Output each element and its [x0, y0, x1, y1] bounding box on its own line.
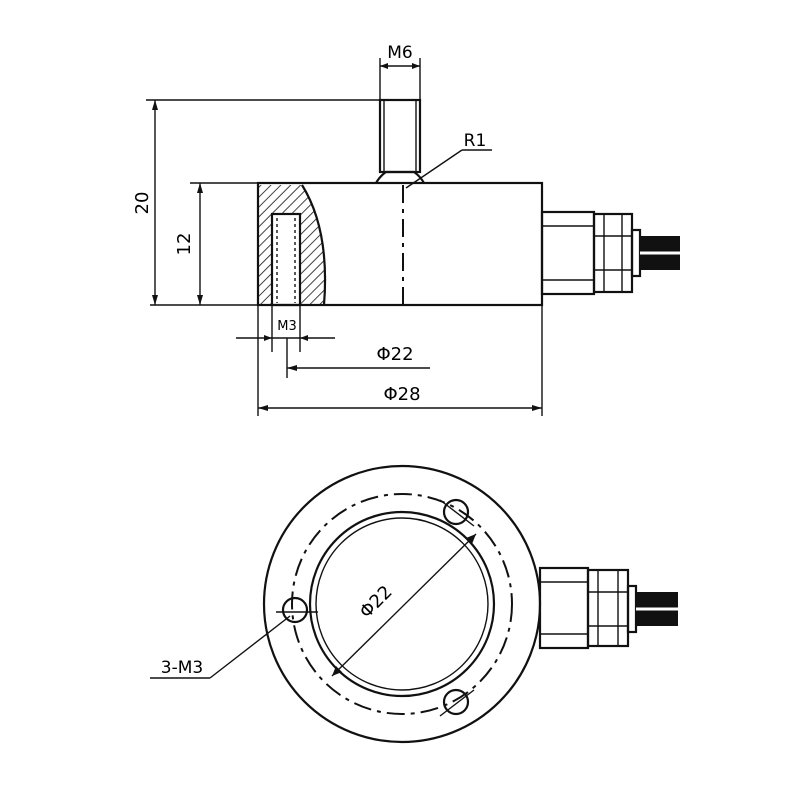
cable-connector-side	[540, 210, 680, 296]
label-20: 20	[132, 192, 153, 215]
outer-flange-circle	[262, 464, 542, 744]
label-phi22-side: Φ22	[376, 344, 413, 365]
side-view: M6 20 12 R1	[132, 43, 680, 416]
top-view: Φ22 3-M3	[150, 464, 678, 744]
dimension-20: 20	[132, 99, 380, 305]
label-12: 12	[174, 233, 195, 256]
dimension-m3: M3	[236, 305, 335, 352]
dimension-phi22-top: Φ22	[331, 533, 477, 677]
dimension-12: 12	[174, 183, 203, 305]
dimension-r1: R1	[405, 131, 492, 189]
dimension-m6: M6	[379, 43, 421, 100]
cable-connector-top	[538, 566, 678, 650]
label-m3: M3	[277, 319, 297, 334]
pitch-circle	[291, 493, 513, 715]
label-phi22-top: Φ22	[356, 582, 397, 623]
dimension-phi22: Φ22	[286, 338, 430, 378]
label-phi28: Φ28	[383, 384, 420, 405]
bolt-hole-top-right	[439, 498, 475, 527]
top-bolt	[375, 98, 425, 184]
label-r1: R1	[464, 131, 487, 151]
bolt-hole-left	[276, 596, 318, 624]
label-m6: M6	[387, 43, 412, 63]
label-3-m3: 3-M3	[161, 658, 203, 678]
inner-bore-circle	[308, 510, 496, 698]
bolt-hole-bottom-right	[439, 688, 475, 717]
dimension-phi28: Φ28	[257, 305, 543, 416]
holes-callout: 3-M3	[150, 615, 291, 679]
sectioned-hole	[258, 184, 327, 307]
